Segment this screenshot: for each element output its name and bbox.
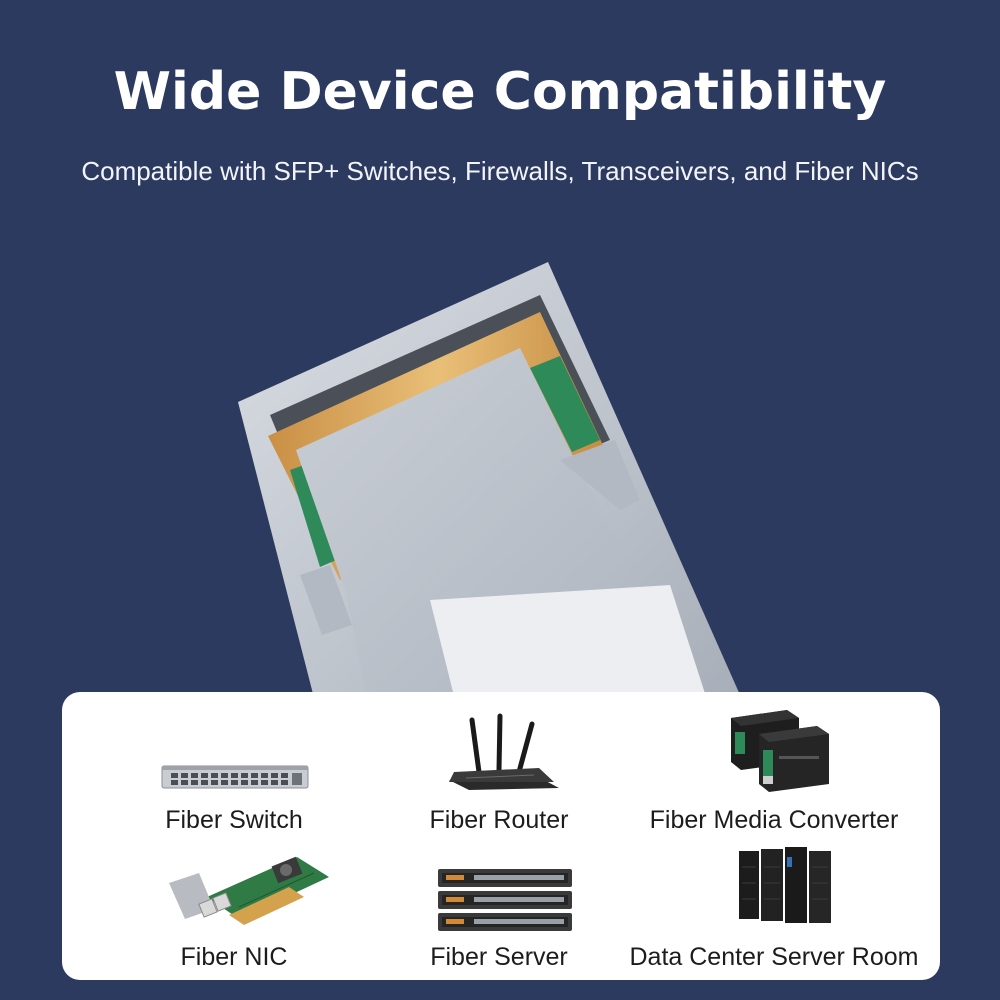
device-fiber-media-converter: Fiber Media Converter xyxy=(629,710,919,840)
device-label: Fiber Router xyxy=(429,806,569,834)
fiber-switch-icon xyxy=(161,765,309,789)
device-fiber-server: Fiber Server xyxy=(354,847,644,977)
page-title: Wide Device Compatibility xyxy=(113,62,887,122)
server-stack-icon xyxy=(438,869,572,931)
device-label: Fiber NIC xyxy=(180,943,288,971)
device-label: Fiber Switch xyxy=(165,806,303,834)
router-icon xyxy=(449,713,559,790)
page-subtitle: Compatible with SFP+ Switches, Firewalls… xyxy=(81,156,919,186)
network-card-icon xyxy=(169,856,329,925)
media-converter-icon xyxy=(731,710,829,792)
device-fiber-switch: Fiber Switch xyxy=(89,710,379,840)
device-data-center: Data Center Server Room xyxy=(629,847,919,977)
device-label: Data Center Server Room xyxy=(629,943,919,971)
device-label: Fiber Server xyxy=(430,943,568,971)
device-fiber-router: Fiber Router xyxy=(354,710,644,840)
device-label: Fiber Media Converter xyxy=(649,806,899,834)
device-fiber-nic: Fiber NIC xyxy=(89,847,379,977)
device-panel: Fiber Switch Fiber Router Fiber Media Co… xyxy=(62,692,940,980)
server-rack-icon xyxy=(739,847,831,923)
